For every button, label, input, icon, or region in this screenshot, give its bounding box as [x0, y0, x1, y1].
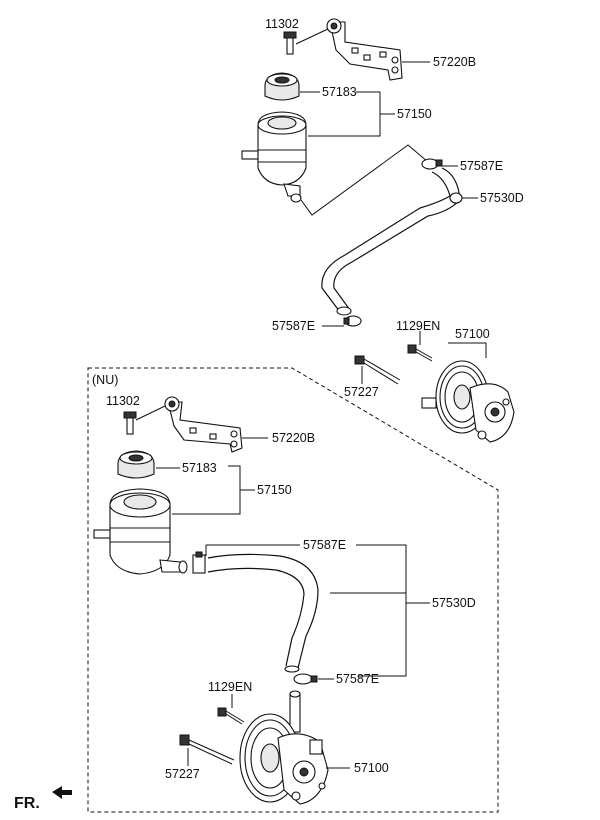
label-57530D-lower: 57530D	[432, 596, 476, 610]
clamp-57587E-upper-top	[421, 158, 443, 170]
label-57227-lower: 57227	[165, 767, 200, 781]
bolt-57227-upper	[354, 355, 401, 385]
label-57220B-upper: 57220B	[433, 55, 476, 69]
nu-variant-boundary	[87, 367, 499, 813]
label-57150-upper: 57150	[397, 107, 432, 121]
label-57587E-upper-top: 57587E	[460, 159, 503, 173]
label-57587E-lower-bottom: 57587E	[336, 672, 379, 686]
label-57100-upper: 57100	[455, 327, 490, 341]
label-57530D-upper: 57530D	[480, 191, 524, 205]
label-57587E-upper-bottom: 57587E	[272, 319, 315, 333]
hose-57530D-lower	[207, 553, 319, 673]
clamp-57587E-lower-bottom	[293, 673, 318, 685]
label-57100-lower: 57100	[354, 761, 389, 775]
cap-57183-upper	[264, 72, 300, 101]
label-57227-upper: 57227	[344, 385, 379, 399]
bracket-57220B-lower	[164, 396, 243, 453]
reservoir-57150-lower	[93, 488, 188, 575]
front-arrow-icon	[52, 786, 72, 799]
bracket-57220B-upper	[326, 18, 403, 81]
label-1129EN-upper: 1129EN	[396, 319, 440, 333]
front-indicator-label: FR.	[14, 795, 40, 812]
label-57183-lower: 57183	[182, 461, 217, 475]
label-57150-lower: 57150	[257, 483, 292, 497]
label-57220B-lower: 57220B	[272, 431, 315, 445]
bolt-1129EN-upper	[407, 344, 433, 362]
reservoir-57150-upper	[241, 111, 307, 203]
cap-57183-lower	[117, 450, 155, 479]
label-11302-lower: 11302	[106, 394, 140, 408]
pump-57100-upper	[421, 360, 515, 443]
clamp-57587E-upper-bottom	[343, 315, 362, 327]
label-57183-upper: 57183	[322, 85, 357, 99]
label-1129EN-lower: 1129EN	[208, 680, 252, 694]
bolt-11302-upper	[283, 31, 297, 55]
bolt-11302-lower	[123, 411, 137, 435]
label-57587E-lower-top: 57587E	[303, 538, 346, 552]
bolt-57227-lower	[179, 734, 235, 765]
hose-57530D-upper	[321, 167, 463, 316]
label-11302-upper: 11302	[265, 17, 299, 31]
clamp-57587E-lower-top	[192, 551, 206, 574]
nu-variant-label: (NU)	[92, 373, 118, 387]
pump-57100-lower	[239, 690, 329, 805]
bolt-1129EN-lower	[217, 707, 245, 725]
